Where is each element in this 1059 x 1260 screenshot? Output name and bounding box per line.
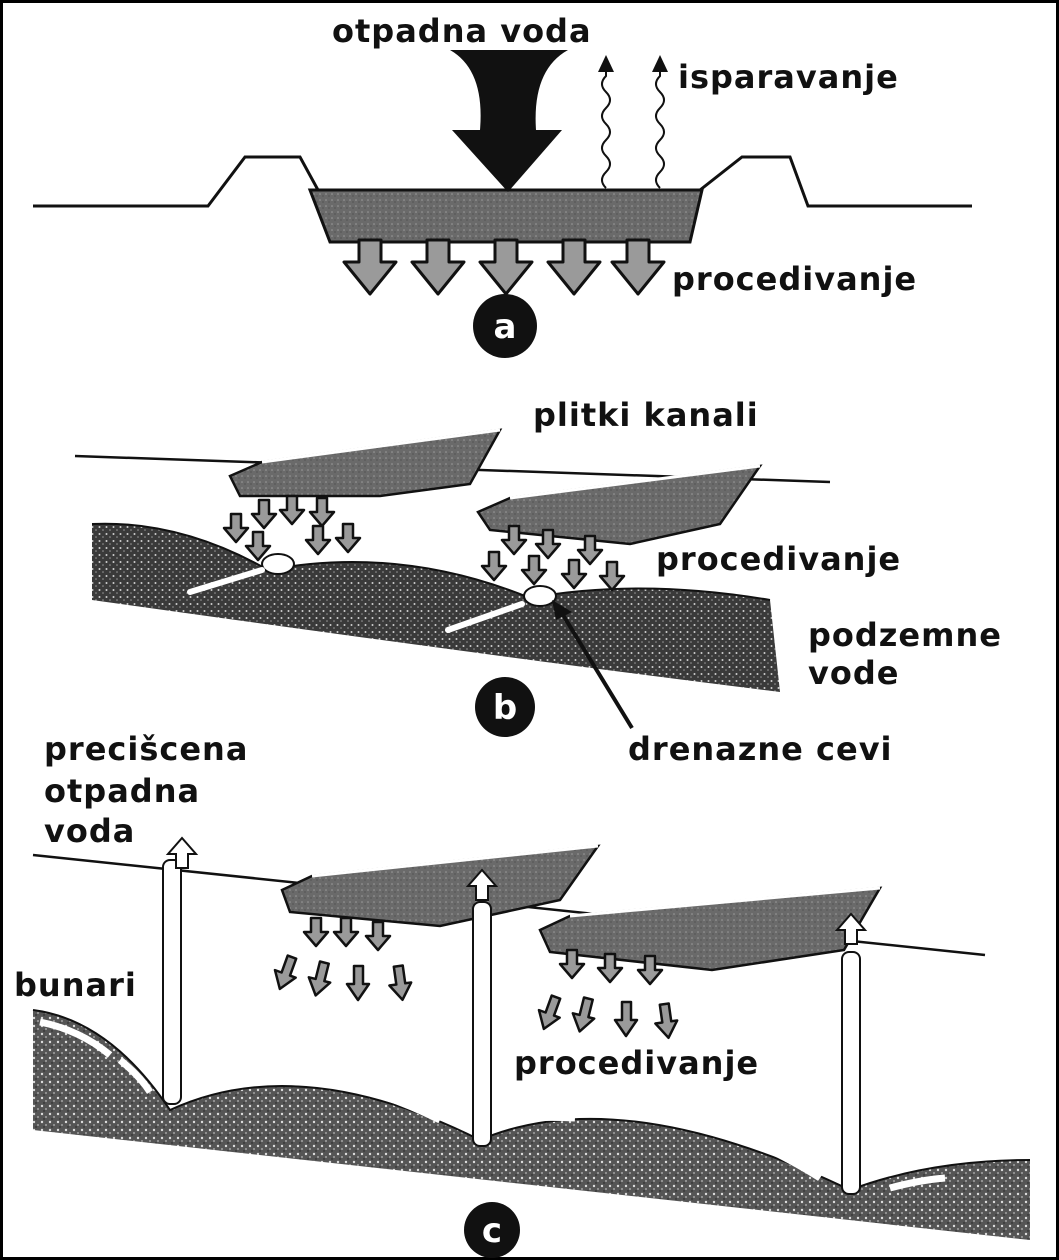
label-isparavanje: isparavanje	[678, 58, 899, 96]
channel-b2	[478, 466, 760, 544]
evaporation-arrow-1	[602, 72, 610, 188]
panel-b: plitki kanali procedivanje podzemne vode…	[75, 396, 1002, 768]
panel-a: otpadna voda isparavanje procedivanje a	[33, 12, 972, 358]
seepage-arrow-c5	[305, 960, 335, 998]
seepage-arrow-b2	[252, 500, 276, 528]
seepage-arrow-c3	[366, 922, 390, 950]
seepage-arrow-b11	[482, 552, 506, 580]
label-otpadna: otpadna	[44, 772, 200, 810]
label-vode: vode	[808, 654, 899, 692]
seepage-arrow-c11	[534, 993, 566, 1032]
seepage-arrow-b6	[246, 532, 270, 560]
label-procedivanje-c: procedivanje	[514, 1044, 759, 1082]
seepage-arrow-b5	[336, 524, 360, 552]
seepage-arrow-c14	[653, 1003, 680, 1040]
label-voda: voda	[44, 812, 135, 850]
seepage-arrow-c6	[347, 966, 369, 1000]
evaporation-arrowhead-2	[652, 55, 668, 72]
channel-b1	[230, 430, 500, 496]
seepage-arrow-a1	[344, 240, 396, 294]
drain-pipe-b1	[262, 554, 294, 574]
seepage-arrow-b12	[522, 556, 546, 584]
label-procedivanje-b: procedivanje	[656, 540, 901, 578]
label-otpadna-voda: otpadna voda	[332, 12, 592, 50]
seepage-arrow-c1	[304, 918, 328, 946]
label-podzemne: podzemne	[808, 616, 1002, 654]
seepage-arrow-b4	[310, 498, 334, 526]
seepage-arrow-c12	[569, 996, 599, 1034]
seepage-arrow-c13	[615, 1002, 637, 1036]
seepage-arrow-b13	[562, 560, 586, 588]
label-precisćena: precišcena	[44, 730, 248, 768]
channel-c1	[282, 846, 598, 926]
drain-pipe-b2	[524, 586, 556, 606]
seepage-arrow-c4	[270, 953, 302, 992]
evaporation-arrow-2	[656, 72, 664, 188]
seepage-arrow-a3	[480, 240, 532, 294]
well-c2	[473, 902, 491, 1146]
seepage-arrow-c2	[334, 918, 358, 946]
seepage-arrow-a2	[412, 240, 464, 294]
seepage-arrow-b3	[280, 496, 304, 524]
well-c3	[842, 952, 860, 1194]
gw-flow-c3	[200, 1081, 300, 1085]
label-plitki-kanali: plitki kanali	[533, 396, 759, 434]
label-procedivanje-a: procedivanje	[672, 260, 917, 298]
seepage-arrow-b14	[600, 562, 624, 590]
badge-c-text: c	[482, 1211, 502, 1251]
inflow-arrow	[450, 50, 568, 192]
seepage-arrow-a5	[612, 240, 664, 294]
badge-a-text: a	[494, 307, 517, 347]
seepage-arrow-a4	[548, 240, 600, 294]
label-bunari: bunari	[14, 966, 137, 1004]
seepage-arrow-c7	[387, 965, 414, 1002]
badge-b-text: b	[493, 688, 517, 728]
seepage-arrow-b1	[224, 514, 248, 542]
basin-water	[310, 190, 702, 242]
seepage-arrow-b7	[306, 526, 330, 554]
channel-c2	[540, 888, 880, 970]
well-c1	[163, 860, 181, 1104]
gw-flow-c5	[510, 1117, 575, 1120]
label-drenazne-cevi: drenazne cevi	[628, 730, 893, 768]
evaporation-arrowhead-1	[598, 55, 614, 72]
panel-c: precišcena otpadna voda bunari procediva…	[14, 730, 1030, 1258]
